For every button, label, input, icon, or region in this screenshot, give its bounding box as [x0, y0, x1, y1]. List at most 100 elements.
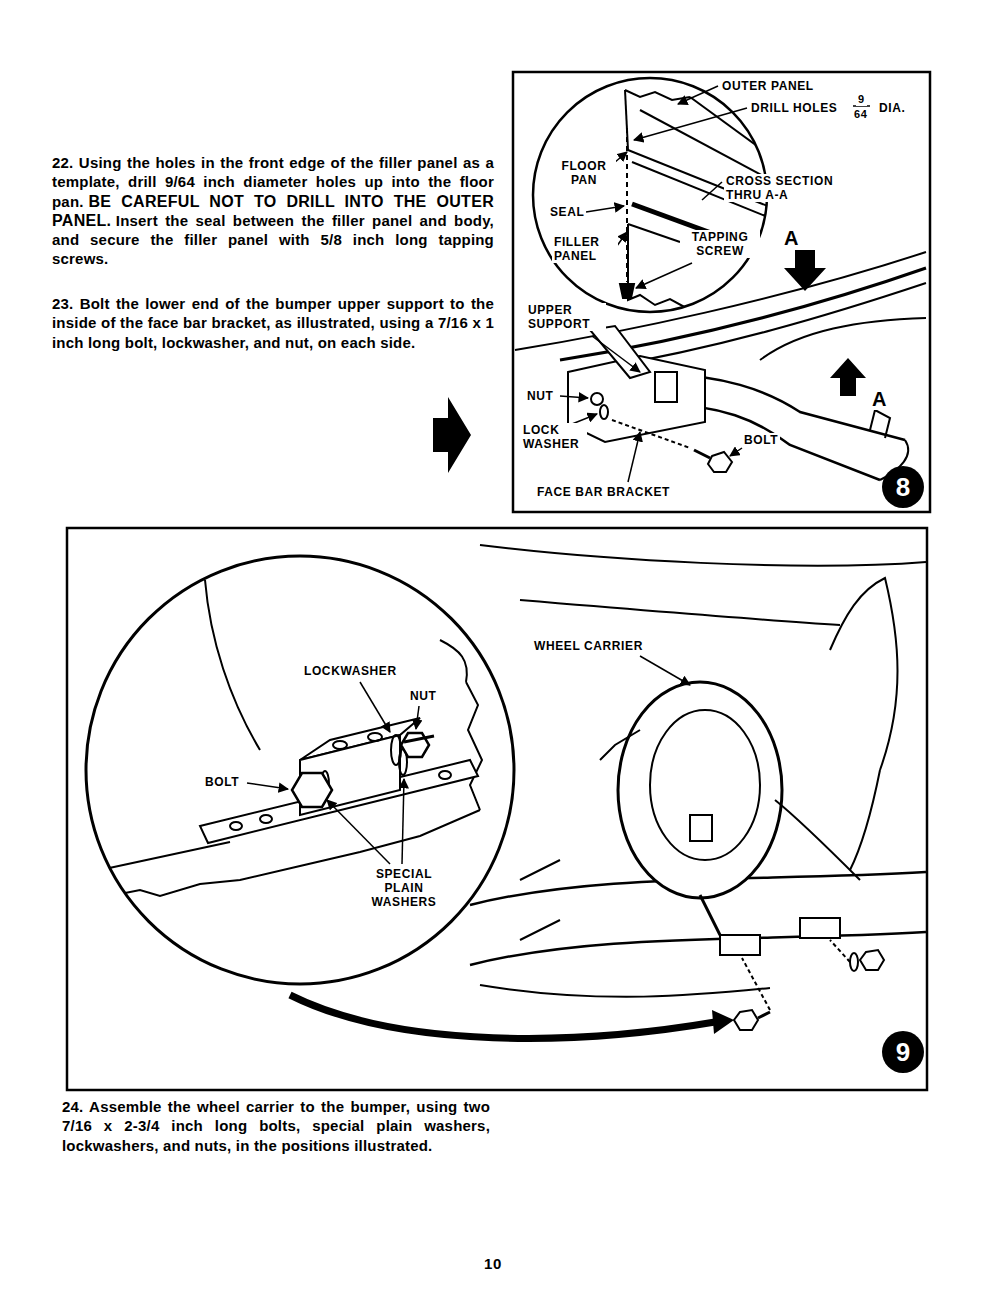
- instruction-text: 24. Assemble the wheel carrier to the bu…: [62, 1098, 490, 1154]
- bumper: [480, 985, 770, 997]
- bolt-shank: [694, 450, 710, 458]
- bolt-path: [612, 420, 690, 448]
- panel-edge: [466, 682, 482, 810]
- instruction-text: Insert the seal between the filler panel…: [52, 212, 494, 268]
- tapping-screw: [620, 284, 634, 298]
- plate-hole: [260, 815, 272, 823]
- part-label: 9: [856, 92, 867, 106]
- part-label: BOLT: [203, 775, 241, 789]
- leader-line: [730, 448, 742, 456]
- pointer-arrow: [712, 1010, 734, 1034]
- body-line: [520, 600, 840, 625]
- upper-support: [655, 372, 677, 402]
- callout-number: 8: [881, 472, 925, 503]
- leader-line: [636, 263, 692, 288]
- frame-rail: [440, 640, 467, 682]
- leader-line: [592, 336, 640, 372]
- bracket-hole: [333, 741, 347, 749]
- wheel-carrier: [618, 682, 782, 898]
- lock-washer: [600, 405, 608, 419]
- part-label: DRILL HOLES: [749, 101, 839, 115]
- frame-rail: [205, 580, 260, 750]
- part-label: SPECIAL PLAIN WASHERS: [356, 867, 452, 909]
- leader-line: [634, 108, 747, 140]
- detail-circle: [86, 556, 514, 984]
- figure-frame: [67, 528, 927, 1090]
- carrier-arm: [600, 730, 640, 760]
- nut: [860, 950, 884, 970]
- plate-hole: [230, 822, 242, 830]
- instruction-paragraph: 22. Using the holes in the front edge of…: [52, 153, 494, 269]
- outer-panel: [625, 90, 690, 100]
- carrier-rod: [775, 800, 860, 880]
- instruction-paragraph: 24. Assemble the wheel carrier to the bu…: [62, 1097, 490, 1155]
- figure-number: 8: [881, 465, 925, 509]
- bolt-head: [708, 452, 732, 472]
- upper-support: [590, 326, 650, 378]
- lockwasher: [850, 953, 858, 971]
- leader-line: [702, 182, 722, 200]
- bracket-hole: [368, 733, 382, 741]
- lockwasher: [391, 735, 401, 765]
- bolt-head: [734, 1010, 758, 1030]
- figure-number: 9: [881, 1030, 925, 1074]
- instruction-text: 23. Bolt the lower end of the bumper upp…: [52, 295, 494, 351]
- part-label: UPPER SUPPORT: [526, 303, 606, 331]
- part-label: WHEEL CARRIER: [532, 639, 645, 653]
- leader-line: [640, 656, 690, 685]
- nut: [591, 393, 603, 405]
- body-line: [480, 545, 926, 566]
- callout-number: 9: [881, 1037, 925, 1068]
- bolt-path: [830, 940, 850, 962]
- instruction-paragraph: 23. Bolt the lower end of the bumper upp…: [52, 294, 494, 352]
- part-label: BOLT: [742, 433, 780, 447]
- filler-panel: [760, 270, 790, 282]
- mount-bracket: [800, 918, 840, 938]
- part-label: DIA.: [877, 101, 907, 115]
- bolt-shank: [758, 1012, 770, 1018]
- bolt-path: [742, 958, 770, 1010]
- section-arrow: [784, 250, 826, 291]
- bumper-guard: [870, 410, 890, 438]
- leader-line: [247, 783, 288, 789]
- filler-panel: [628, 224, 680, 242]
- panel-edge: [100, 842, 230, 870]
- body-line: [760, 318, 926, 360]
- leader-line: [678, 86, 718, 104]
- plate-hole: [439, 771, 451, 779]
- mount-bracket: [720, 935, 760, 955]
- leader-line: [327, 800, 390, 864]
- wheel-carrier: [690, 815, 712, 841]
- pointer-arrow: [290, 995, 715, 1038]
- drill-line: [626, 128, 628, 282]
- bumper-line: [520, 860, 560, 940]
- body-line: [850, 770, 880, 870]
- part-label: FILLER PANEL: [552, 235, 618, 263]
- leader-line: [360, 682, 390, 732]
- wheel-carrier: [650, 710, 760, 860]
- pointer-arrow: [433, 397, 471, 473]
- part-label: FLOOR PAN: [552, 159, 616, 187]
- leader-line: [628, 432, 640, 482]
- leader-line: [416, 706, 419, 729]
- part-label: NUT: [525, 389, 555, 403]
- carrier-arm: [700, 895, 720, 935]
- callout-circle: [882, 466, 924, 508]
- part-label: A: [782, 227, 801, 249]
- part-label: 64: [852, 107, 869, 121]
- bolt-head: [292, 773, 332, 807]
- tail-fin: [830, 578, 898, 770]
- part-label: NUT: [408, 689, 438, 703]
- leader-line: [586, 206, 624, 212]
- figure-frame: [513, 72, 930, 512]
- part-label: OUTER PANEL: [720, 79, 816, 93]
- part-label: A: [870, 388, 889, 410]
- part-label: SEAL: [548, 205, 586, 219]
- leader-line: [560, 396, 588, 398]
- page-number: 10: [482, 1255, 504, 1273]
- callout-circle: [882, 1031, 924, 1073]
- bolt-thread: [404, 736, 434, 742]
- section-arrow: [830, 358, 866, 396]
- part-label: CROSS SECTION THRU A-A: [724, 174, 850, 202]
- part-label: LOCKWASHER: [302, 664, 399, 678]
